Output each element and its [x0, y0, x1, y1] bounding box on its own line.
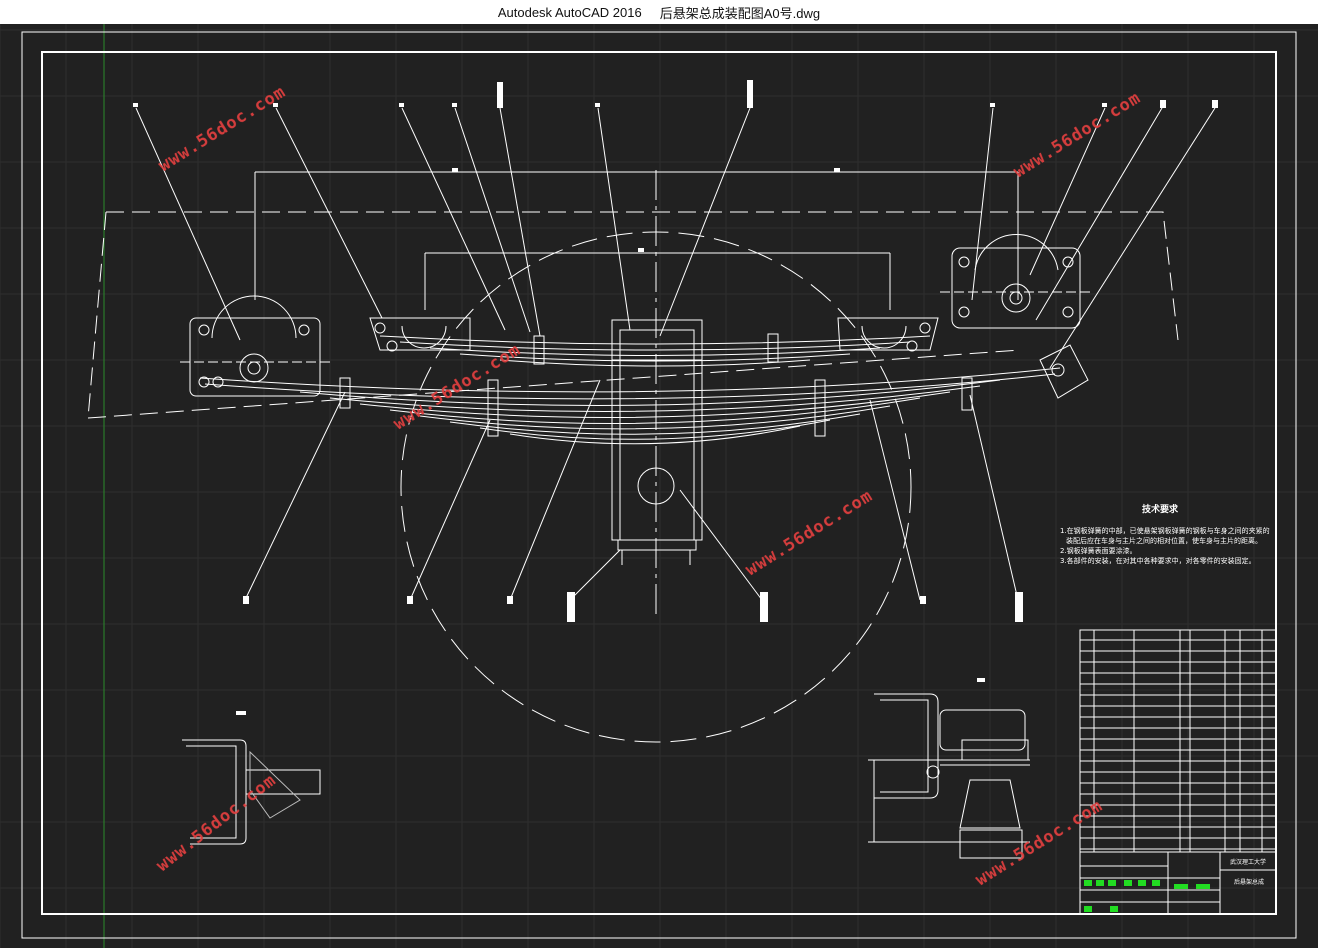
watermark-4: www.56doc.com — [742, 486, 876, 580]
tech-req-line-2: 装配后应在车身与主片之间的相对位置，使车身与主片的距离。 — [1066, 536, 1262, 545]
drawing-canvas[interactable]: 技术要求 1.在钢板弹簧的中部，已使悬架钢板弹簧的钢板与车身之间的夹紧的 装配后… — [0, 24, 1318, 948]
tech-req-line-1: 1.在钢板弹簧的中部，已使悬架钢板弹簧的钢板与车身之间的夹紧的 — [1060, 526, 1270, 535]
file-name: 后悬架总成装配图A0号.dwg — [659, 5, 821, 21]
watermark-6: www.56doc.com — [972, 796, 1106, 890]
detail-view-left — [182, 739, 321, 845]
watermark-layer: www.56doc.com www.56doc.com www.56doc.co… — [153, 82, 1145, 890]
watermark-2: www.56doc.com — [1010, 88, 1144, 182]
part-number-tags — [133, 80, 1218, 622]
title-block — [1079, 851, 1277, 915]
tech-req-title: 技术要求 — [1142, 503, 1179, 515]
title-block-school: 武汉理工大学 — [1230, 858, 1266, 866]
watermark-5: www.56doc.com — [153, 770, 280, 876]
background-grid — [0, 24, 1318, 948]
drawing-viewport[interactable]: 技术要求 1.在钢板弹簧的中部，已使悬架钢板弹簧的钢板与车身之间的夹紧的 装配后… — [0, 24, 1318, 948]
drawing-frame — [21, 31, 1297, 939]
technical-requirements: 技术要求 1.在钢板弹簧的中部，已使悬架钢板弹簧的钢板与车身之间的夹紧的 装配后… — [1060, 503, 1270, 565]
tech-req-line-4: 3.各部件的安装，在对其中各种要求中，对各零件的安装固定。 — [1060, 556, 1256, 565]
leaf-spring-assembly — [87, 107, 1216, 743]
title-block-name: 后悬架总成 — [1234, 878, 1264, 886]
detail-view-right — [868, 693, 1030, 859]
app-name: Autodesk AutoCAD 2016 — [497, 4, 642, 20]
title-block-green-marks — [1084, 880, 1210, 912]
tech-req-line-3: 2.钢板弹簧表面要涂漆。 — [1060, 546, 1137, 555]
window-title-bar: Autodesk AutoCAD 2016 后悬架总成装配图A0号.dwg — [0, 0, 1318, 24]
parts-list-table — [1079, 629, 1277, 853]
